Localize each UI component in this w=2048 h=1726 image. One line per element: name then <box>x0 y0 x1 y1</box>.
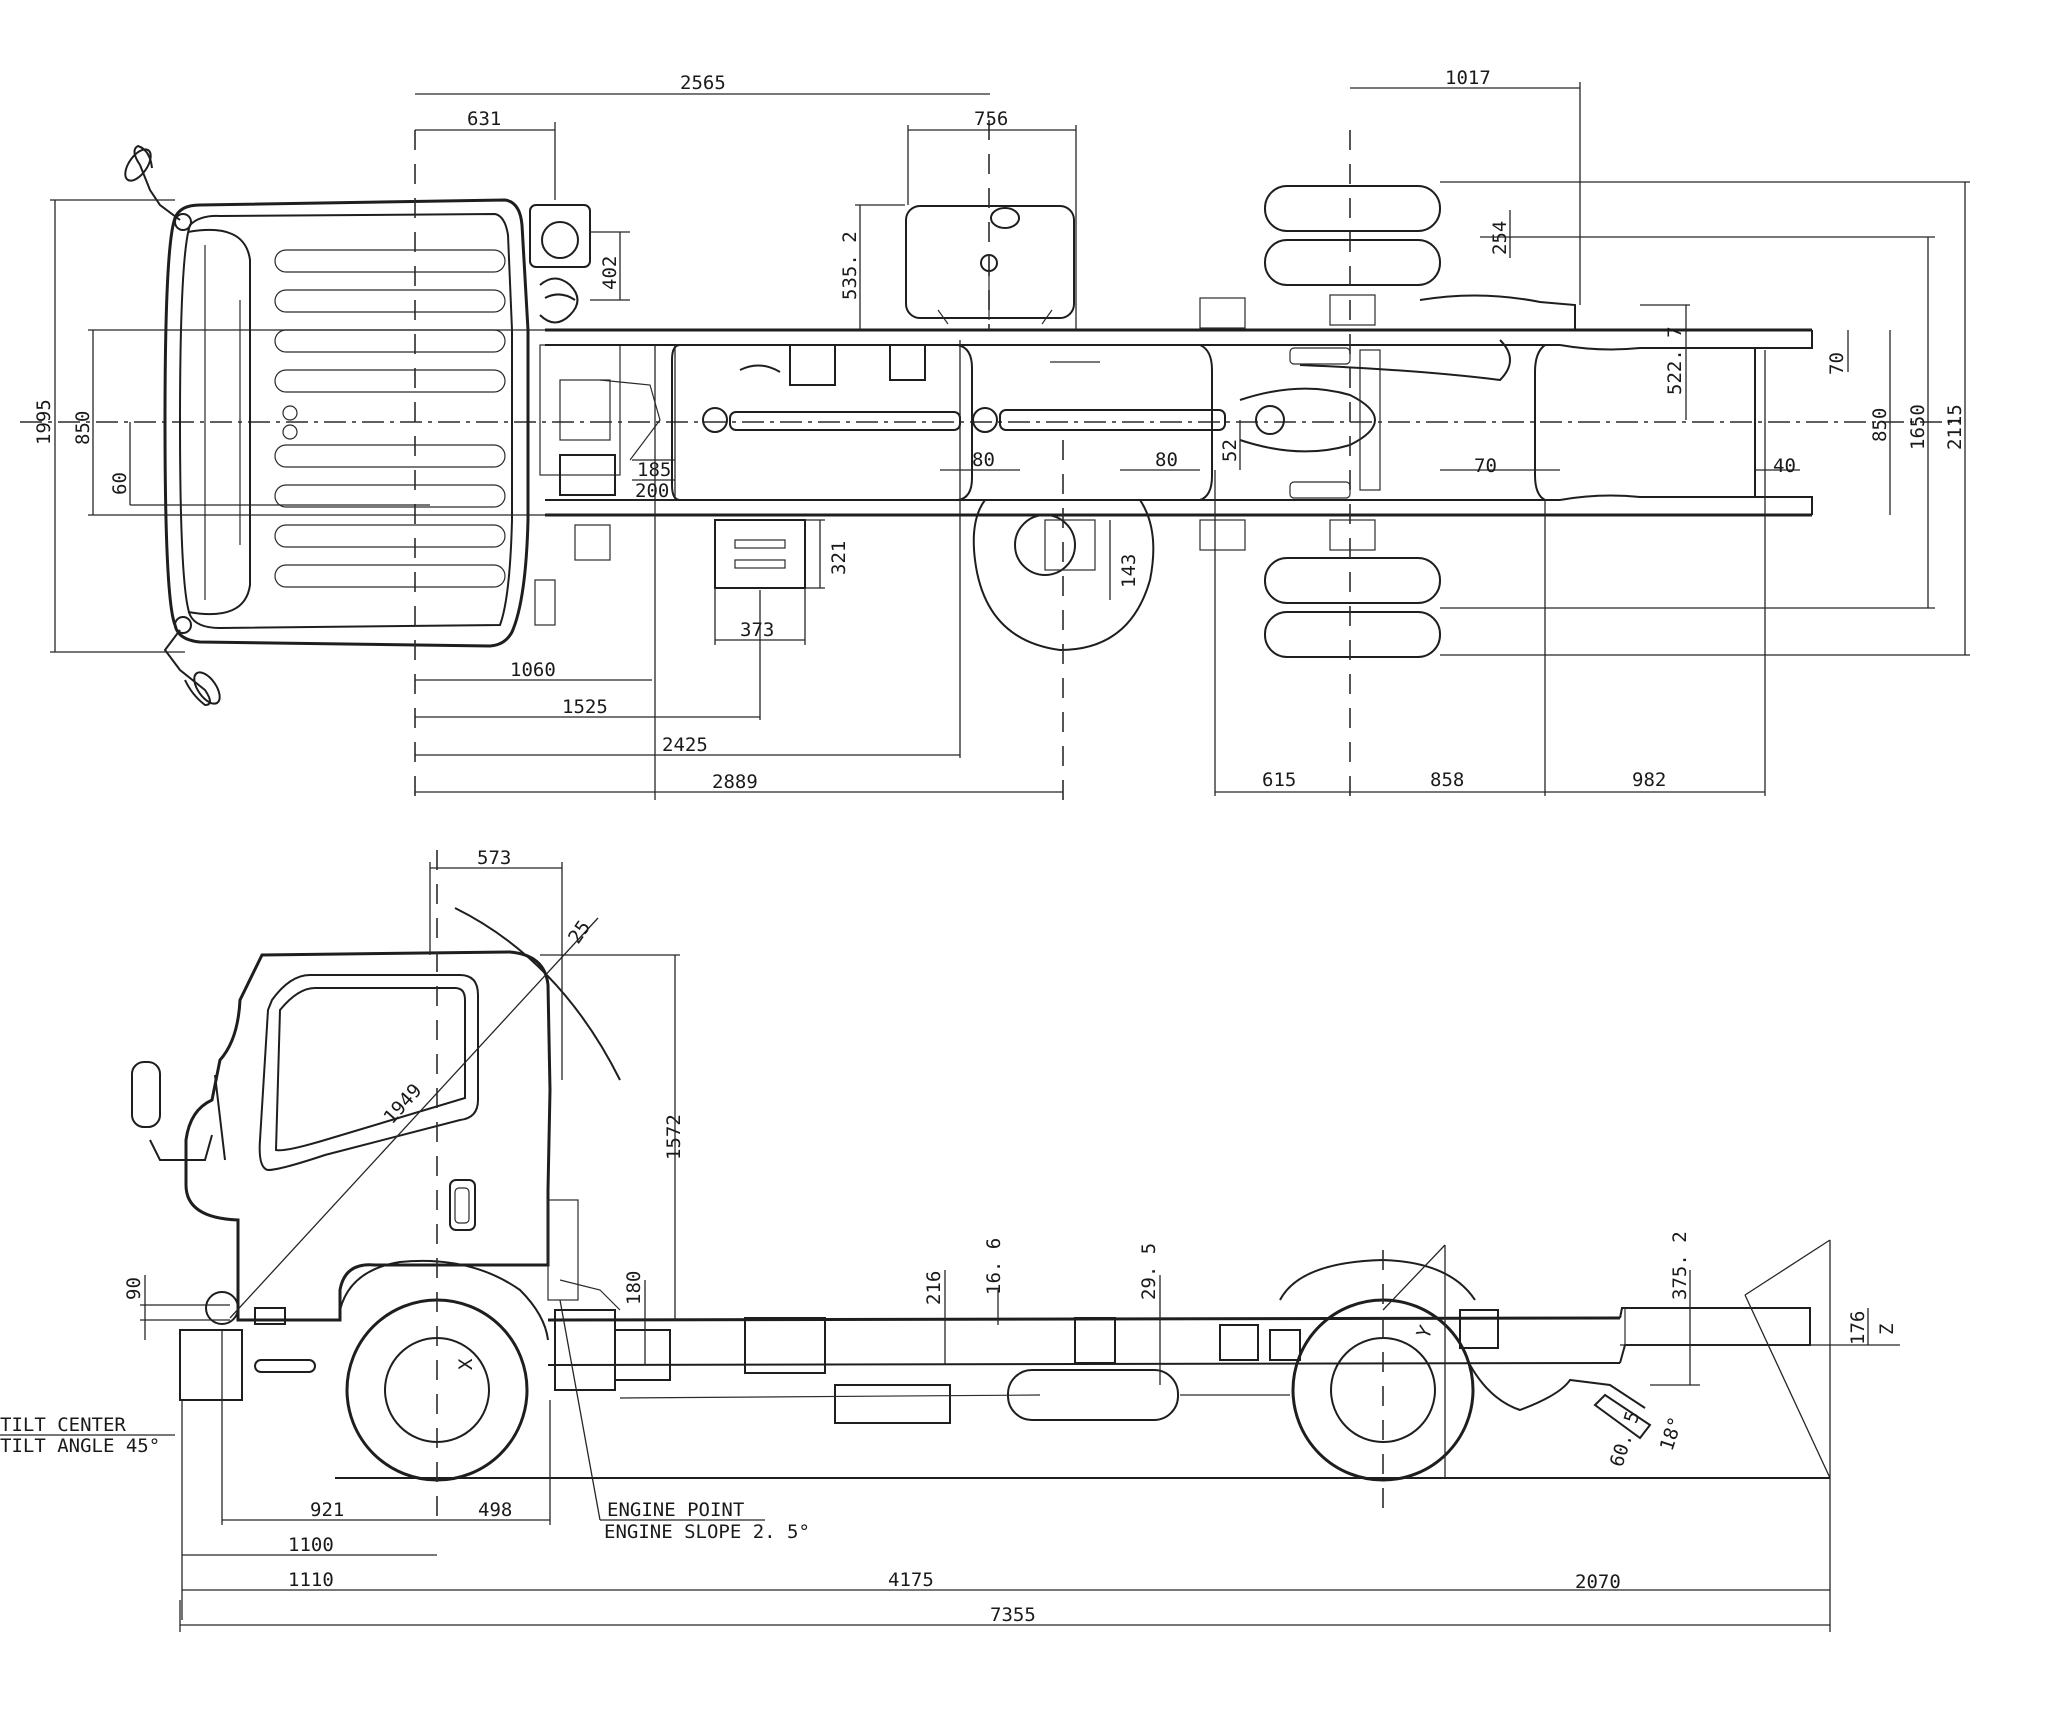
dim-850-left: 850 <box>72 411 94 445</box>
dim-858: 858 <box>1430 769 1464 791</box>
dim-70-a: 70 <box>1474 455 1497 477</box>
dim-2425: 2425 <box>662 734 708 756</box>
fuel-tank-top <box>905 205 1075 325</box>
dim-373: 373 <box>740 619 774 641</box>
engine-bay-top <box>529 204 661 626</box>
note-tilt-angle: TILT ANGLE 45° <box>0 1435 160 1457</box>
tilt-arc <box>454 907 621 1081</box>
dim-1017: 1017 <box>1445 67 1491 89</box>
dim-321: 321 <box>828 541 850 575</box>
dim-143: 143 <box>1118 554 1140 588</box>
dim-60: 60 <box>109 472 131 495</box>
dim-1949: 1949 <box>379 1080 426 1129</box>
dim-1100: 1100 <box>288 1534 334 1556</box>
cab-side-outline <box>131 950 552 1401</box>
dim-1110: 1110 <box>288 1569 334 1591</box>
dim-7355: 7355 <box>990 1604 1036 1626</box>
dim-535-2: 535. 2 <box>839 231 861 300</box>
dim-176: 176 <box>1847 1311 1869 1345</box>
dim-756: 756 <box>974 108 1008 130</box>
rear-wheels-top <box>1199 185 1576 658</box>
dim-1995: 1995 <box>33 399 55 445</box>
side-dimension-labels: 573 25 1949 1572 90 180 216 16. 6 29. 5 … <box>0 847 1898 1626</box>
side-view: 573 25 1949 1572 90 180 216 16. 6 29. 5 … <box>0 847 1900 1632</box>
dim-40: 40 <box>1773 455 1796 477</box>
dim-850-right: 850 <box>1869 408 1891 442</box>
dim-180: 180 <box>623 1271 645 1305</box>
dim-1060: 1060 <box>510 659 556 681</box>
dim-921: 921 <box>310 1499 344 1521</box>
dim-200: 200 <box>635 480 669 502</box>
dim-1572: 1572 <box>663 1114 685 1160</box>
plan-view: 2565 631 756 1017 535. 2 402 254 1995 85… <box>20 67 1970 800</box>
dim-2565: 2565 <box>680 72 726 94</box>
front-wheel-top <box>714 499 1155 652</box>
dim-80-b: 80 <box>1155 449 1178 471</box>
dim-1525: 1525 <box>562 696 608 718</box>
frame-rail-side <box>547 1199 1811 1440</box>
note-engine-slope: ENGINE SLOPE 2. 5° <box>604 1521 810 1543</box>
note-tilt-center: TILT CENTER <box>0 1414 126 1436</box>
dim-29-5: 29. 5 <box>1138 1243 1160 1300</box>
cab-top-outline <box>124 144 530 707</box>
front-wheel-side <box>339 1259 549 1482</box>
dim-4175: 4175 <box>888 1569 934 1591</box>
dim-1650: 1650 <box>1907 404 1929 450</box>
note-engine-point: ENGINE POINT <box>607 1499 744 1521</box>
dim-70-b: 70 <box>1826 352 1848 375</box>
dim-80-a: 80 <box>972 449 995 471</box>
dim-375-2: 375. 2 <box>1669 1231 1691 1300</box>
frame-rails-top <box>545 328 1813 517</box>
dim-2889: 2889 <box>712 771 758 793</box>
dim-16-6: 16. 6 <box>983 1238 1005 1295</box>
dim-615: 615 <box>1262 769 1296 791</box>
plan-dimension-labels: 2565 631 756 1017 535. 2 402 254 1995 85… <box>33 67 1966 793</box>
dim-254: 254 <box>1489 221 1511 255</box>
dim-573: 573 <box>477 847 511 869</box>
dim-982: 982 <box>1632 769 1666 791</box>
dim-2070: 2070 <box>1575 1571 1621 1593</box>
dim-2115: 2115 <box>1944 404 1966 450</box>
dim-631: 631 <box>467 108 501 130</box>
dim-90: 90 <box>123 1277 145 1300</box>
rear-wheel-side <box>1279 1258 1476 1482</box>
dim-498: 498 <box>478 1499 512 1521</box>
dim-18-deg: 18° <box>1656 1414 1688 1453</box>
dim-402: 402 <box>599 256 621 290</box>
dim-185: 185 <box>637 459 671 481</box>
label-y: Y <box>1413 1322 1438 1342</box>
dim-522-7: 522. 7 <box>1664 326 1686 395</box>
driveline-top <box>702 339 1511 499</box>
dim-216: 216 <box>923 1271 945 1305</box>
side-dimension-lines <box>0 862 1900 1632</box>
label-x: X <box>455 1358 477 1370</box>
dim-52: 52 <box>1219 439 1241 462</box>
dim-25: 25 <box>564 916 595 947</box>
plan-dimension-lines <box>50 82 1970 800</box>
label-z: Z <box>1876 1324 1898 1335</box>
